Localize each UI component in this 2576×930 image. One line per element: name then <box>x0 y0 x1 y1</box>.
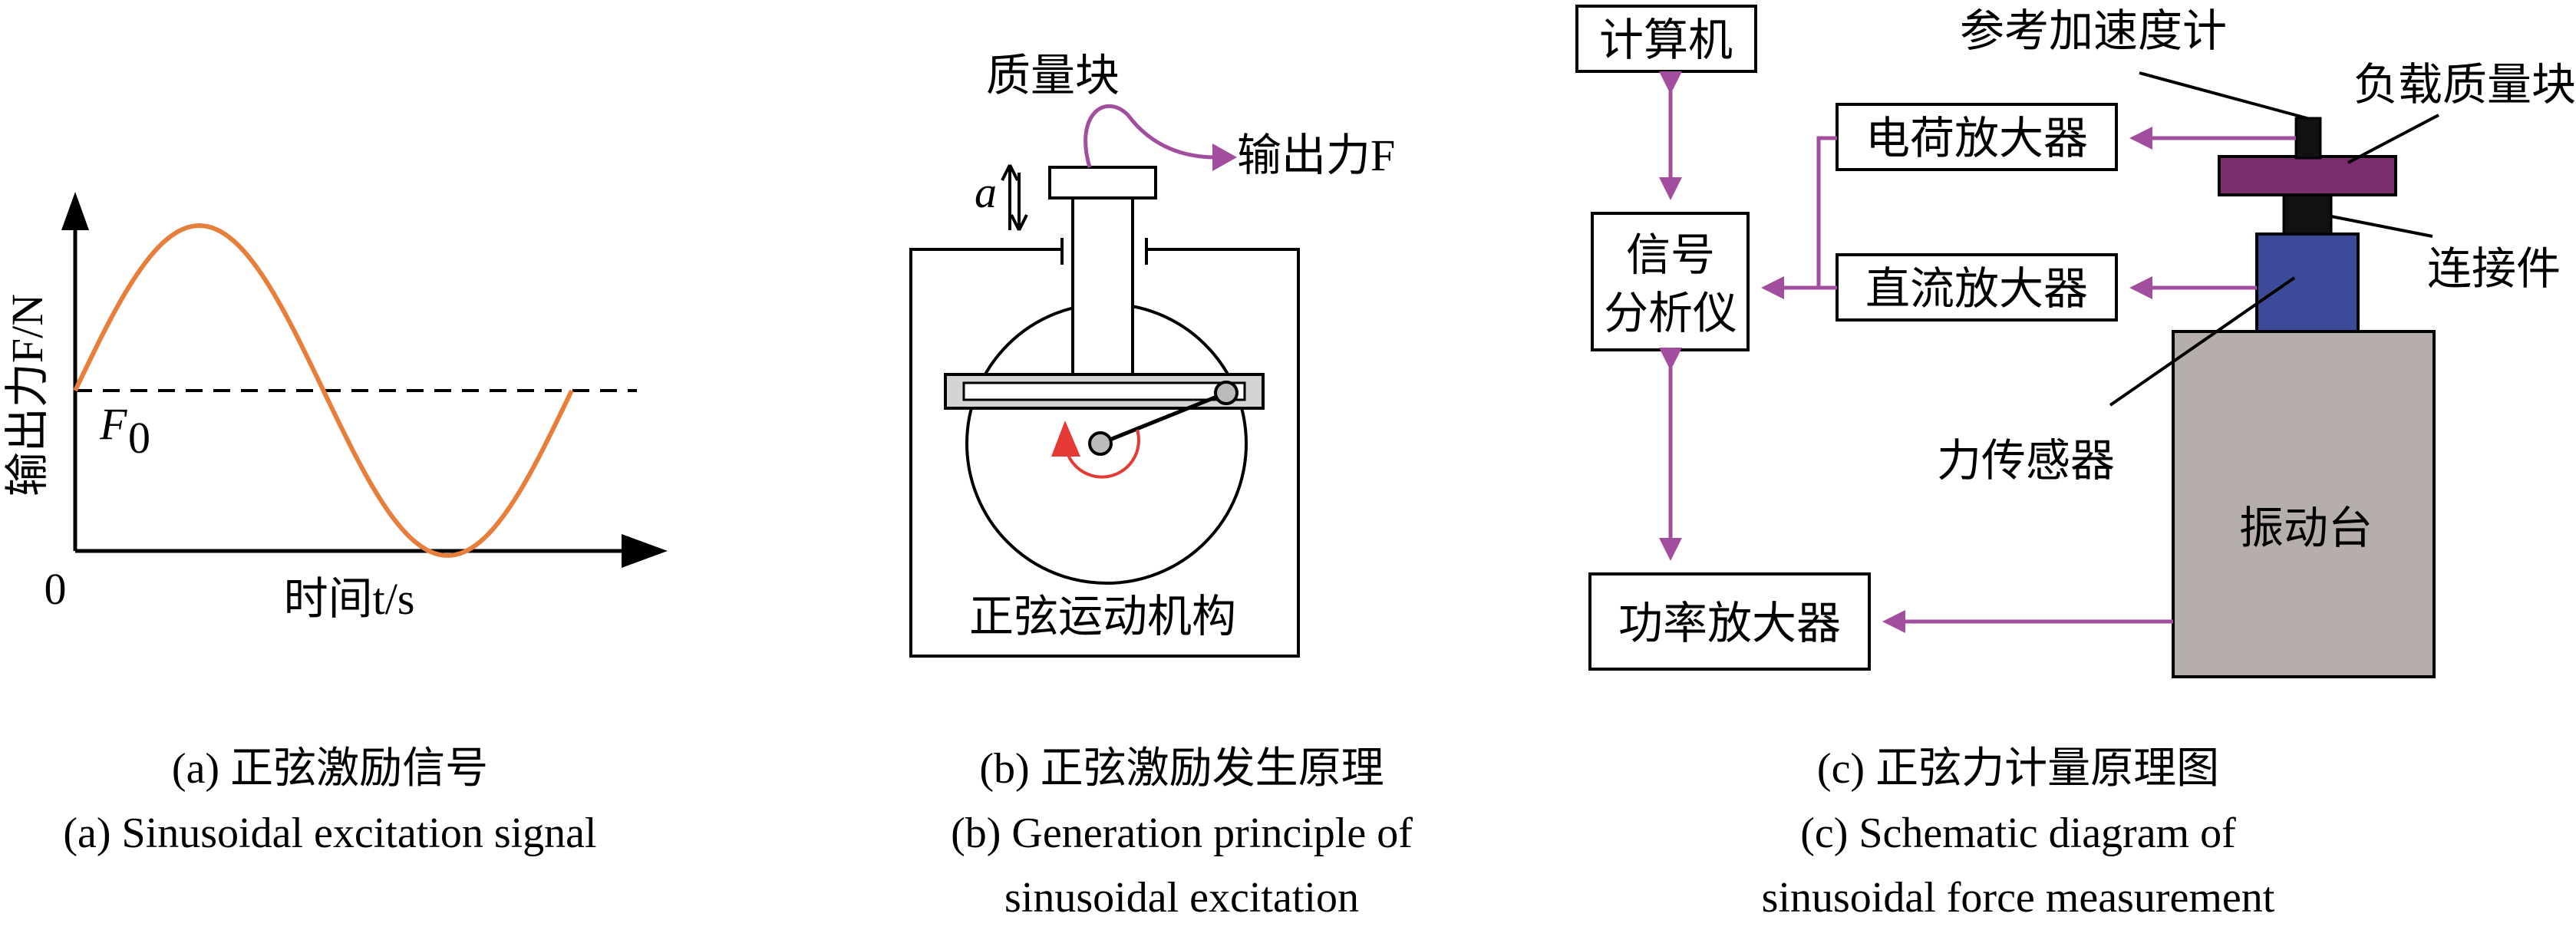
rotation-arc <box>1063 429 1140 479</box>
connector-label: 连接件 <box>2427 244 2561 294</box>
force-sensor-label: 力传感器 <box>1937 436 2115 486</box>
rod <box>1071 190 1134 378</box>
signal-analyzer-label-1: 信号 <box>1626 230 1715 280</box>
charge-amp-label: 电荷放大器 <box>1865 114 2088 163</box>
connector-part <box>2282 190 2333 236</box>
shaker-body <box>2172 330 2436 678</box>
ref-accelerometer <box>2294 117 2322 160</box>
crank-arm <box>1100 391 1227 446</box>
crank-pin <box>1214 381 1239 405</box>
yoke-slot <box>962 381 1246 401</box>
baseline-label-sub: 0 <box>128 413 150 463</box>
signal-analyzer-box <box>1591 212 1750 351</box>
shaker-label: 振动台 <box>2239 503 2373 553</box>
baseline-label: F <box>99 399 127 449</box>
load-mass <box>2218 155 2397 196</box>
caption-c: (c) 正弦力计量原理图 (c) Schematic diagram of si… <box>1673 737 2363 930</box>
leader-load-mass <box>2347 114 2439 164</box>
mass-label: 质量块 <box>986 51 1120 101</box>
load-mass-label: 负载质量块 <box>2353 60 2576 110</box>
caption-b-en-1: (b) Generation principle of <box>951 810 1413 857</box>
link-charge-analyzer <box>1816 136 1837 288</box>
caption-b-en-2: sinusoidal excitation <box>1004 874 1359 922</box>
caption-a-zh: (a) 正弦激励信号 <box>171 745 489 793</box>
mechanism-label: 正弦运动机构 <box>969 592 1236 641</box>
sine-curve <box>73 223 574 559</box>
power-amp-label: 功率放大器 <box>1618 599 1841 648</box>
computer-label: 计算机 <box>1599 15 1733 65</box>
y-axis-arrow-icon <box>61 192 89 230</box>
caption-a-en: (a) Sinusoidal excitation signal <box>63 810 597 857</box>
leader-connector <box>2330 215 2433 238</box>
output-force-arrow-icon <box>1212 143 1237 171</box>
crank-center <box>1088 431 1113 456</box>
rotation-arrow-icon <box>1051 420 1080 457</box>
x-axis-arrow-icon <box>622 534 668 568</box>
caption-b-zh: (b) 正弦激励发生原理 <box>979 745 1384 793</box>
panel-c-measurement: 计算机 信号 分析仪 电荷放大器 直流放大器 功率放大器 参考加速度计 负载质量… <box>1575 5 2576 678</box>
signal-analyzer-label-2: 分析仪 <box>1604 289 1737 338</box>
panel-a-sine-signal: 0 F 0 时间t/s 输出力F/N <box>2 192 668 624</box>
force-sensor <box>2255 232 2360 333</box>
power-amp-box <box>1588 572 1871 671</box>
caption-a: (a) 正弦激励信号 (a) Sinusoidal excitation sig… <box>0 737 660 866</box>
caption-c-en-2: sinusoidal force measurement <box>1761 874 2275 922</box>
y-axis-label: 输出力F/N <box>2 294 52 496</box>
ref-accel-label: 参考加速度计 <box>1960 6 2227 56</box>
origin-label: 0 <box>45 564 67 614</box>
x-axis-label: 时间t/s <box>284 574 415 624</box>
leader-force-sensor <box>2109 276 2296 407</box>
dc-amp-label: 直流放大器 <box>1865 264 2088 314</box>
caption-c-en-1: (c) Schematic diagram of <box>1800 810 2236 857</box>
accel-label: a <box>975 167 997 217</box>
caption-b: (b) 正弦激励发生原理 (b) Generation principle of… <box>875 737 1489 930</box>
mass-block <box>1048 166 1157 200</box>
accel-arrow-icon <box>1001 164 1028 231</box>
leader-ref-accel <box>2139 71 2310 120</box>
output-force-curve <box>1084 104 1217 168</box>
output-label: 输出力F <box>1237 130 1395 180</box>
panel-b-mechanism: 质量块 输出力F a 正弦运动机构 <box>909 51 1395 658</box>
charge-amp-box <box>1836 103 2118 171</box>
caption-c-zh: (c) 正弦力计量原理图 <box>1816 745 2220 793</box>
